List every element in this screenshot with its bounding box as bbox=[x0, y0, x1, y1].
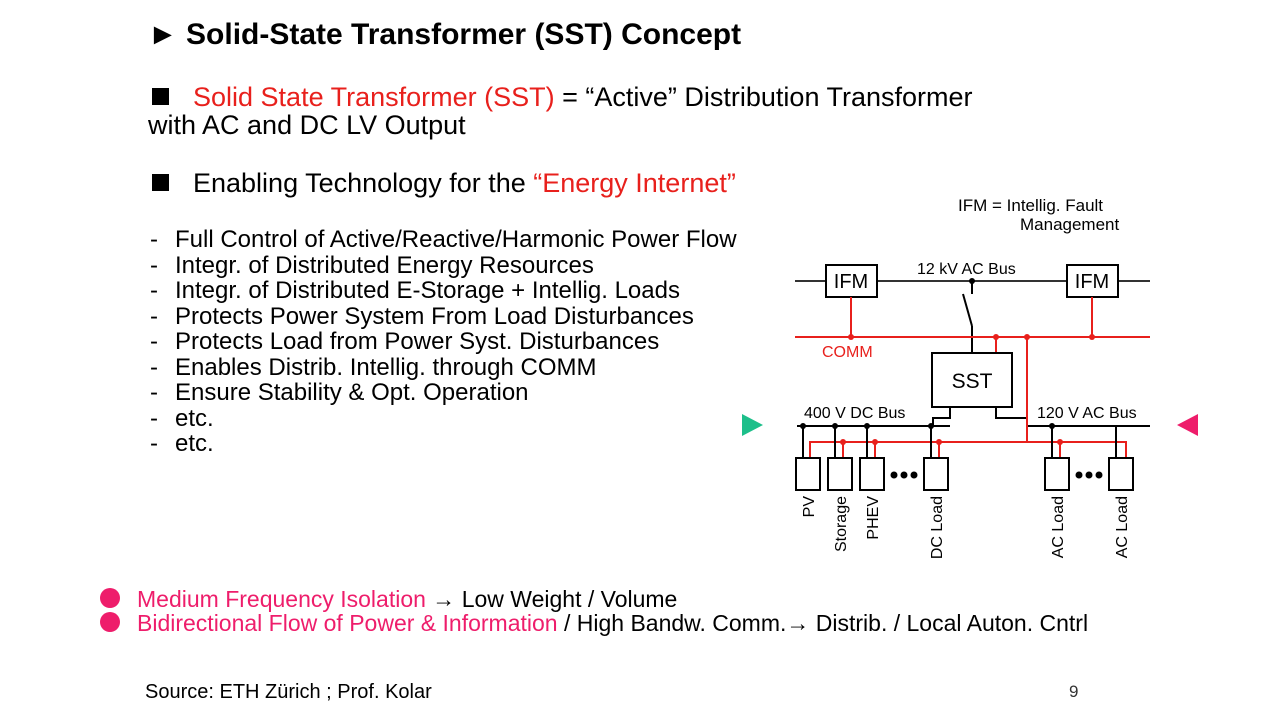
pink-dot-icon bbox=[100, 612, 120, 632]
sst-definition-line2: with AC and DC LV Output bbox=[148, 110, 466, 140]
load-drops bbox=[802, 426, 1117, 458]
point-sst-definition: Solid State Transformer (SST) = “Active”… bbox=[152, 82, 973, 113]
energy-internet-term: “Energy Internet” bbox=[533, 168, 736, 198]
ifm-box-left: IFM bbox=[825, 264, 878, 298]
list-item: -Enables Distrib. Intellig. through COMM bbox=[150, 353, 597, 381]
list-item: -Integr. of Distributed Energy Resources bbox=[150, 251, 594, 279]
svg-text:SST: SST bbox=[952, 370, 993, 393]
comm-dot bbox=[848, 334, 854, 340]
square-bullet-icon bbox=[152, 174, 169, 191]
load-label-ac-load: AC Load bbox=[1114, 496, 1131, 558]
load-label-pv: PV bbox=[801, 496, 818, 518]
page-number: 9 bbox=[1069, 682, 1079, 701]
sst-term: Solid State Transformer (SST) bbox=[193, 82, 555, 112]
list-item: -etc. bbox=[150, 404, 214, 432]
isolation-text: → Low Weight / Volume bbox=[425, 586, 678, 612]
load-boxes bbox=[795, 457, 1134, 491]
load-label-ac-load: AC Load bbox=[1050, 496, 1067, 558]
bus-12kv-label: 12 kV AC Bus bbox=[917, 261, 1016, 278]
list-item: -Protects Load from Power Syst. Disturba… bbox=[150, 328, 660, 355]
load-label-phev: PHEV bbox=[865, 496, 882, 540]
load-label-storage: Storage bbox=[833, 496, 850, 552]
sst-box: SST bbox=[931, 352, 1013, 408]
comm-label: COMM bbox=[822, 344, 873, 361]
list-item: -Protects Power System From Load Disturb… bbox=[150, 302, 694, 330]
load-junctions bbox=[800, 423, 1055, 429]
comm-dot bbox=[1024, 334, 1030, 340]
point-energy-internet: Enabling Technology for the “Energy Inte… bbox=[152, 168, 736, 199]
svg-text:IFM: IFM bbox=[1075, 271, 1109, 293]
list-item: -Integr. of Distributed E-Storage + Inte… bbox=[150, 277, 680, 304]
list-item: -Ensure Stability & Opt. Operation bbox=[150, 379, 529, 406]
enabling-text: Enabling Technology for the bbox=[193, 168, 534, 198]
load-label-dc-load: DC Load bbox=[929, 496, 946, 559]
comm-dot bbox=[993, 334, 999, 340]
bottom-point-isolation: Medium Frequency Isolation → Low Weight … bbox=[100, 586, 677, 613]
bus-400vdc-label: 400 V DC Bus bbox=[804, 405, 905, 422]
comm-distribution-line bbox=[809, 441, 1127, 458]
switch-blade-icon bbox=[962, 293, 973, 327]
green-arrow-right-icon bbox=[742, 414, 763, 436]
ifm-note-line1: IFM = Intellig. Fault bbox=[958, 196, 1103, 215]
bidirectional-term: Bidirectional Flow of Power & Informatio… bbox=[137, 610, 558, 636]
ifm-box-right: IFM bbox=[1066, 264, 1119, 298]
sst-dc-link bbox=[932, 407, 951, 426]
bidirectional-text: / High Bandw. Comm.→ Distrib. / Local Au… bbox=[557, 610, 1089, 636]
pink-dot-icon bbox=[100, 588, 120, 608]
comm-dot bbox=[1089, 334, 1095, 340]
comm-junctions bbox=[840, 439, 1063, 445]
ifm-note-line2: Management bbox=[1020, 215, 1120, 234]
ellipsis-dots bbox=[890, 471, 1103, 479]
bus-120vac-label: 120 V AC Bus bbox=[1037, 405, 1137, 422]
sst-ac-link bbox=[995, 407, 1028, 440]
source-citation: Source: ETH Zürich ; Prof. Kolar bbox=[145, 681, 432, 703]
feature-list: -Full Control of Active/Reactive/Harmoni… bbox=[150, 227, 737, 457]
pink-arrow-left-icon bbox=[1177, 414, 1198, 436]
isolation-term: Medium Frequency Isolation bbox=[137, 586, 426, 612]
slide-title: ► Solid-State Transformer (SST) Concept bbox=[148, 18, 742, 51]
bottom-point-bidirectional: Bidirectional Flow of Power & Informatio… bbox=[100, 610, 1088, 637]
svg-text:IFM: IFM bbox=[834, 271, 868, 293]
square-bullet-icon bbox=[152, 88, 169, 105]
list-item: -Full Control of Active/Reactive/Harmoni… bbox=[150, 226, 737, 253]
list-item: -etc. bbox=[150, 430, 214, 457]
sst-definition-text: = “Active” Distribution Transformer bbox=[554, 82, 973, 112]
